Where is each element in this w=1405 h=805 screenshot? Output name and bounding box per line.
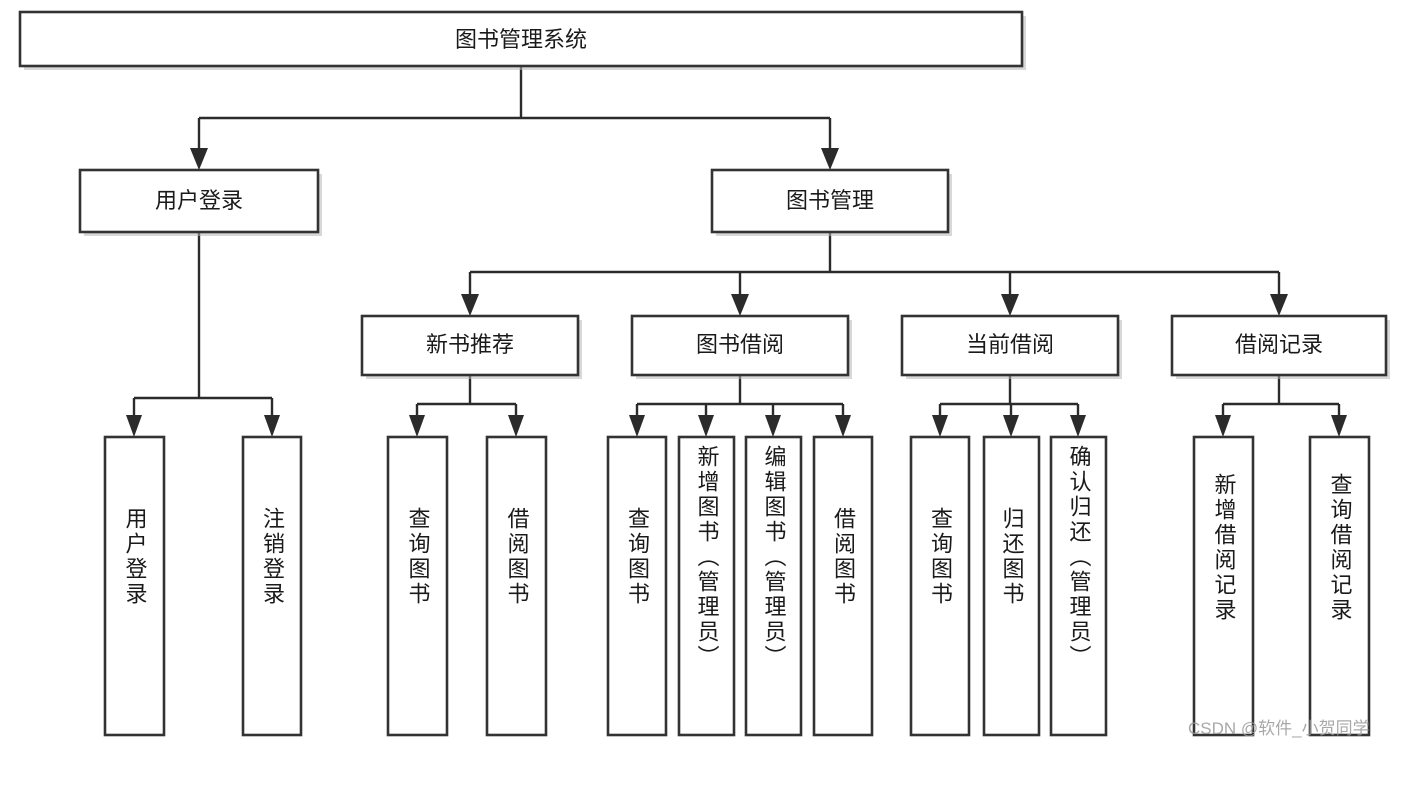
leaf-node-add-book-admin[interactable] xyxy=(677,435,736,737)
connector-group-book-borrow xyxy=(629,375,851,437)
arrow-head-leaf-borrow-book-1 xyxy=(508,415,524,437)
leaf-box-query-book-3[interactable] xyxy=(909,435,971,737)
current-borrow-box[interactable] xyxy=(900,314,1120,377)
arrow-head-leaf-user-login xyxy=(126,415,142,437)
root-box[interactable] xyxy=(18,10,1024,68)
diagram-canvas-root: 图书管理系统 用户登录 图书管理 新书推荐 图书借阅 当前借阅 xyxy=(18,10,1390,738)
node-new-book-recommend[interactable]: 新书推荐 xyxy=(360,314,582,379)
connector-group-book-manage xyxy=(461,232,1288,316)
leaf-node-logout[interactable] xyxy=(241,435,303,737)
new-book-recommend-label: 新书推荐 xyxy=(426,332,514,357)
connector-group-root xyxy=(190,66,839,170)
leaf-box-add-book-admin[interactable] xyxy=(677,435,736,737)
arrow-head-leaf-logout xyxy=(264,415,280,437)
arrow-head-to-current-borrow xyxy=(1001,294,1019,316)
leaf-node-query-book-2[interactable] xyxy=(606,435,668,737)
arrow-head-to-book-borrow xyxy=(731,294,749,316)
arrow-head-to-new-book-recommend xyxy=(461,294,479,316)
arrow-head-leaf-add-book-admin xyxy=(698,415,714,437)
connector-group-current-borrow xyxy=(932,375,1086,437)
leaf-node-query-record[interactable] xyxy=(1308,435,1371,737)
leaf-node-return-book[interactable] xyxy=(982,435,1041,737)
borrow-record-label: 借阅记录 xyxy=(1235,332,1323,357)
leaf-box-logout[interactable] xyxy=(241,435,303,737)
leaf-node-confirm-return-admin[interactable] xyxy=(1049,435,1108,737)
leaf-box-query-book-1[interactable] xyxy=(386,435,449,737)
arrow-head-to-borrow-record xyxy=(1270,294,1288,316)
arrow-head-leaf-add-record xyxy=(1215,415,1231,437)
book-manage-label: 图书管理 xyxy=(786,188,874,213)
leaf-node-query-book-1[interactable] xyxy=(386,435,449,737)
leaf-node-borrow-book-2[interactable] xyxy=(812,435,874,737)
leaf-node-add-record[interactable] xyxy=(1192,435,1255,737)
arrow-head-leaf-query-book-3 xyxy=(932,415,948,437)
hierarchy-diagram: 图书管理系统 用户登录 图书管理 新书推荐 图书借阅 当前借阅 xyxy=(18,10,1390,737)
book-borrow-box[interactable] xyxy=(630,314,850,377)
leaf-box-query-book-2[interactable] xyxy=(606,435,668,737)
arrow-head-leaf-query-record xyxy=(1331,415,1347,437)
leaf-box-confirm-return-admin[interactable] xyxy=(1049,435,1108,737)
node-root[interactable]: 图书管理系统 xyxy=(18,10,1026,70)
leaf-box-return-book[interactable] xyxy=(982,435,1041,737)
leaf-box-borrow-book-1[interactable] xyxy=(485,435,548,737)
leaf-box-edit-book-admin[interactable] xyxy=(744,435,803,737)
user-login-box[interactable] xyxy=(78,168,320,234)
leaf-node-query-book-3[interactable] xyxy=(909,435,971,737)
leaf-box-borrow-book-2[interactable] xyxy=(812,435,874,737)
arrow-head-leaf-query-book-1 xyxy=(409,415,425,437)
arrow-head-leaf-query-book-2 xyxy=(629,415,645,437)
book-borrow-label: 图书借阅 xyxy=(696,332,784,357)
node-current-borrow[interactable]: 当前借阅 xyxy=(900,314,1122,379)
node-user-login[interactable]: 用户登录 xyxy=(78,168,322,236)
new-book-recommend-box[interactable] xyxy=(360,314,580,377)
node-book-manage[interactable]: 图书管理 xyxy=(710,168,952,236)
leaf-box-user-login[interactable] xyxy=(103,435,166,737)
arrow-head-leaf-confirm-return-admin xyxy=(1070,415,1086,437)
arrow-head-leaf-return-book xyxy=(1003,415,1019,437)
connector-group-borrow-record xyxy=(1215,375,1347,437)
connector-group-user-login xyxy=(126,232,280,437)
leaf-box-query-record[interactable] xyxy=(1308,435,1371,737)
book-manage-box[interactable] xyxy=(710,168,950,234)
current-borrow-label: 当前借阅 xyxy=(966,332,1054,357)
node-book-borrow[interactable]: 图书借阅 xyxy=(630,314,852,379)
arrow-head-leaf-borrow-book-2 xyxy=(835,415,851,437)
leaf-box-add-record[interactable] xyxy=(1192,435,1255,737)
arrow-head-to-book-manage xyxy=(821,148,839,170)
arrow-head-leaf-edit-book-admin xyxy=(765,415,781,437)
user-login-label: 用户登录 xyxy=(155,188,243,213)
arrow-head-to-user-login xyxy=(190,148,208,170)
root-label: 图书管理系统 xyxy=(455,27,587,52)
node-borrow-record[interactable]: 借阅记录 xyxy=(1170,314,1390,379)
leaf-node-edit-book-admin[interactable] xyxy=(744,435,803,737)
borrow-record-box[interactable] xyxy=(1170,314,1388,377)
connector-group-new-book-recommend xyxy=(409,375,524,437)
leaf-node-user-login[interactable] xyxy=(103,435,166,737)
leaf-node-borrow-book-1[interactable] xyxy=(485,435,548,737)
